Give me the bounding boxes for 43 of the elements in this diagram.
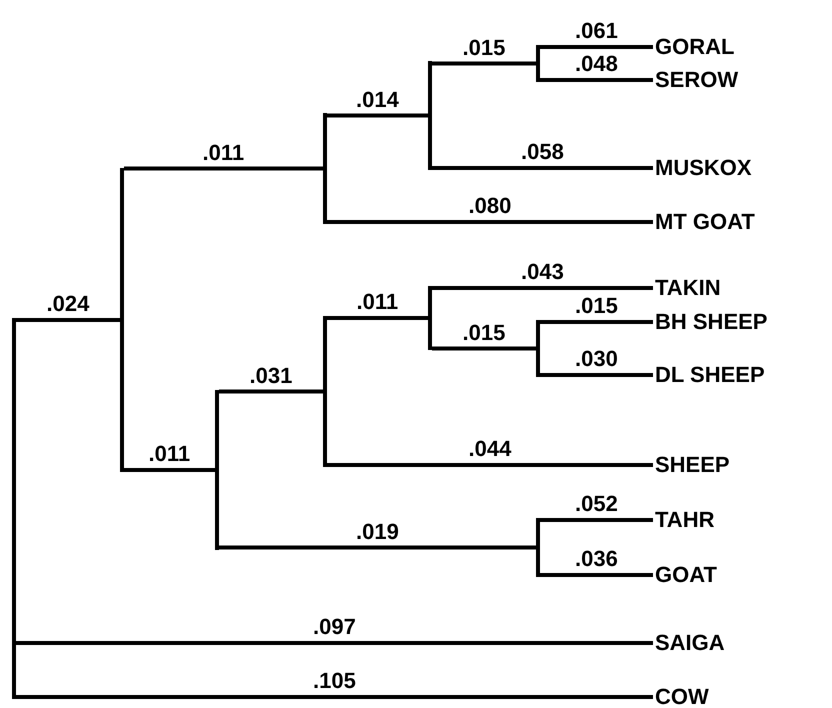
branch-line: [432, 166, 653, 170]
branch-line: [432, 346, 536, 350]
tree-node-bar: [536, 518, 540, 577]
taxon-label: BH SHEEP: [655, 310, 768, 334]
branch-line: [16, 695, 653, 699]
branch-line: [124, 468, 215, 472]
taxon-label: TAKIN: [655, 276, 721, 300]
tree-node-bar: [215, 390, 219, 550]
branch-line: [327, 114, 428, 118]
taxon-label: SHEEP: [655, 453, 730, 477]
branch-line: [540, 373, 653, 377]
taxon-label: TAHR: [655, 508, 714, 532]
branch-line: [327, 220, 653, 224]
branch-line: [432, 62, 536, 66]
tree-node-bar: [428, 286, 432, 350]
branch-line: [540, 320, 653, 324]
tree-node-bar: [536, 320, 540, 377]
taxon-label: MUSKOX: [655, 156, 752, 180]
branch-line: [540, 573, 653, 577]
tree-node-bar: [323, 316, 327, 467]
taxon-label: MT GOAT: [655, 210, 755, 234]
tree-node-bar: [536, 45, 540, 82]
tree-node-bar: [12, 318, 16, 699]
branch-line: [219, 390, 323, 394]
branch-line: [124, 166, 323, 170]
taxon-label: DL SHEEP: [655, 363, 765, 387]
branch-line: [16, 318, 120, 322]
branch-line: [327, 316, 428, 320]
taxon-label: SAIGA: [655, 631, 725, 655]
branch-line: [327, 463, 653, 467]
taxon-label: GOAT: [655, 563, 717, 587]
branch-line: [540, 518, 653, 522]
branch-line: [219, 546, 536, 550]
tree-node-bar: [120, 168, 124, 472]
branch-line: [432, 286, 653, 290]
taxon-label: COW: [655, 685, 709, 708]
branch-line: [16, 641, 653, 645]
branch-line: [540, 78, 653, 82]
branch-line: [540, 45, 653, 49]
taxon-label: SEROW: [655, 68, 738, 92]
tree-node-bar: [428, 61, 432, 170]
taxon-label: GORAL: [655, 35, 734, 59]
tree-node-bar: [323, 113, 327, 224]
